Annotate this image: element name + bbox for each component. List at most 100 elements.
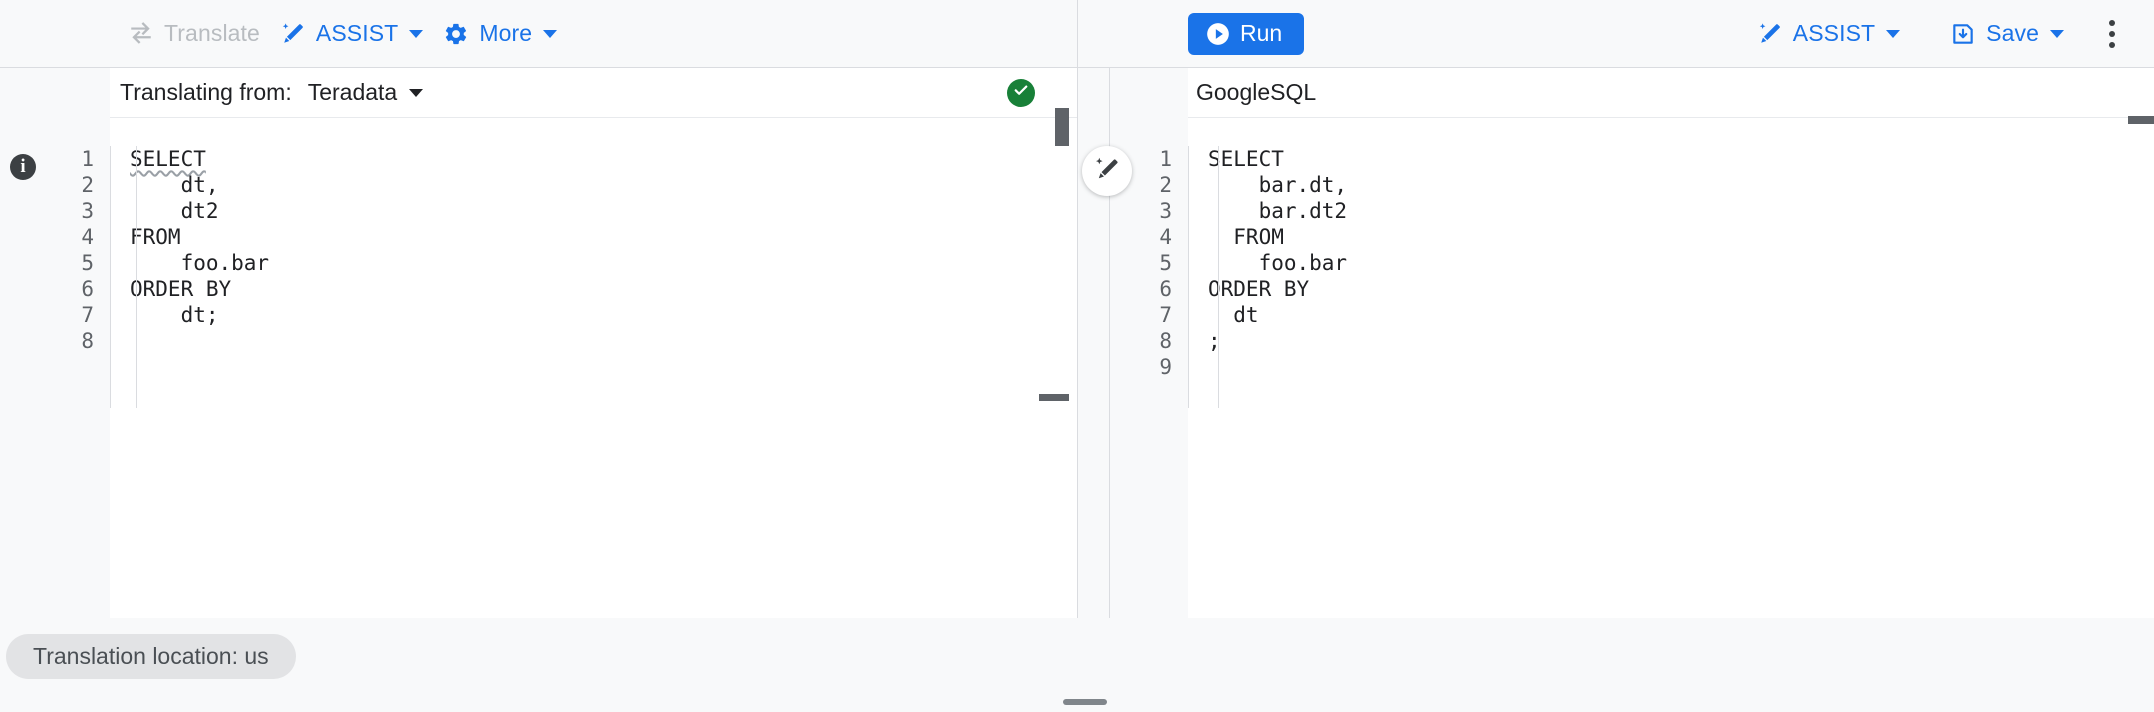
source-vertical-scrollbar-thumb[interactable]: [1055, 108, 1069, 146]
save-button-label: Save: [1986, 20, 2039, 46]
translate-button-label: Translate: [164, 20, 260, 46]
more-button-label: More: [479, 20, 533, 46]
line-number: 6: [81, 277, 94, 301]
line-number: 5: [1159, 251, 1172, 275]
overflow-menu-button[interactable]: [2092, 12, 2132, 56]
code-line: FROM: [130, 225, 181, 249]
assist-button-right[interactable]: ASSIST: [1747, 12, 1910, 56]
code-line: foo.bar: [1208, 251, 1348, 275]
line-number: 2: [1159, 173, 1172, 197]
kebab-dot: [2109, 41, 2115, 48]
code-line: [1208, 354, 2154, 380]
code-line: SELECT: [1208, 147, 1284, 171]
indent-guide: [110, 146, 111, 328]
translate-button[interactable]: Translate: [118, 12, 270, 56]
toolbar-left-group: Translate ASSIST More: [0, 0, 1078, 68]
code-line: ORDER BY: [1208, 277, 1310, 301]
chevron-down-icon: [409, 88, 424, 97]
run-button-label: Run: [1240, 20, 1283, 46]
source-editor-pane: i 1 2 3 4 5 6 7 8 SELECT dt, dt2 FROM fo…: [0, 108, 1078, 618]
top-toolbar: Translate ASSIST More: [0, 0, 2154, 68]
chevron-down-icon: [2050, 29, 2064, 38]
code-line: bar.dt2: [1208, 199, 1348, 223]
code-line: bar.dt,: [1208, 173, 1348, 197]
panel-label-row: Translating from: Teradata GoogleSQL: [0, 68, 2154, 118]
indent-guide: [110, 328, 111, 408]
assist-button-left[interactable]: ASSIST: [270, 12, 433, 56]
source-line-numbers: 1 2 3 4 5 6 7 8: [46, 118, 110, 618]
chevron-down-icon: [543, 29, 558, 38]
magic-wand-icon: [1757, 21, 1783, 47]
line-number: 9: [1159, 355, 1172, 379]
code-line: SELECT: [130, 147, 206, 171]
target-header-body: GoogleSQL: [1188, 68, 2154, 118]
magic-edit-button[interactable]: [1082, 146, 1132, 196]
chevron-down-icon: [409, 29, 424, 38]
code-line: ;: [1208, 329, 1221, 353]
indent-guide: [1218, 146, 1219, 328]
indent-guide: [136, 146, 137, 328]
line-number: 3: [1159, 199, 1172, 223]
code-line: [130, 328, 1077, 354]
code-line: dt: [1208, 303, 1259, 327]
source-header-gutter: [0, 68, 110, 118]
indent-guide: [1188, 146, 1189, 328]
line-number: 7: [1159, 303, 1172, 327]
source-dialect-value: Teradata: [307, 79, 398, 105]
source-panel-header: Translating from: Teradata: [0, 68, 1078, 118]
assist-button-left-label: ASSIST: [315, 20, 399, 46]
translate-swap-icon: [128, 21, 154, 47]
assist-button-right-label: ASSIST: [1792, 20, 1876, 46]
code-line: FROM: [1208, 225, 1284, 249]
source-header-body: Translating from: Teradata: [110, 68, 1077, 118]
toolbar-right-group: Run ASSIST Save: [1078, 0, 2154, 68]
line-number: 7: [81, 303, 94, 327]
info-icon[interactable]: i: [10, 154, 36, 180]
target-code-text[interactable]: SELECT bar.dt, bar.dt2 FROM foo.bar ORDE…: [1188, 118, 2154, 618]
more-button[interactable]: More: [433, 12, 567, 56]
indent-guide: [1188, 328, 1189, 408]
editor-area: i 1 2 3 4 5 6 7 8 SELECT dt, dt2 FROM fo…: [0, 108, 2154, 618]
source-dialect-select[interactable]: Teradata: [308, 79, 424, 106]
target-editor-pane: 1 2 3 4 5 6 7 8 9 SELECT bar.dt, bar.dt2…: [1078, 116, 2154, 618]
translation-location-chip[interactable]: Translation location: us: [6, 634, 296, 679]
code-line: dt;: [130, 303, 219, 327]
target-panel-header: GoogleSQL: [1078, 68, 2154, 118]
source-code-text[interactable]: SELECT dt, dt2 FROM foo.bar ORDER BY dt;: [110, 118, 1077, 618]
source-info-gutter: i: [0, 118, 46, 618]
line-number: 8: [81, 329, 94, 353]
status-badge: [1007, 78, 1035, 107]
line-number: 1: [1159, 147, 1172, 171]
code-line: foo.bar: [130, 251, 270, 275]
play-circle-icon: [1205, 21, 1231, 47]
code-line: dt,: [130, 173, 219, 197]
save-button[interactable]: Save: [1940, 12, 2074, 56]
line-number: 4: [81, 225, 94, 249]
run-button[interactable]: Run: [1188, 12, 1305, 55]
panel-resize-handle[interactable]: [1063, 699, 1107, 705]
translating-from-label: Translating from:: [120, 79, 292, 105]
line-number: 6: [1159, 277, 1172, 301]
target-dialect-label: GoogleSQL: [1196, 79, 1317, 105]
line-number: 1: [81, 147, 94, 171]
indent-guide: [136, 328, 137, 408]
magic-wand-edit-icon: [1093, 155, 1121, 188]
code-line: dt2: [130, 199, 219, 223]
bottom-status-bar: Translation location: us: [0, 618, 2154, 712]
indent-guide: [1218, 328, 1219, 408]
kebab-dot: [2109, 19, 2115, 26]
line-number: 3: [81, 199, 94, 223]
line-number: 4: [1159, 225, 1172, 249]
save-disk-icon: [1950, 21, 1976, 47]
magic-wand-icon: [280, 21, 306, 47]
chevron-down-icon: [1886, 29, 1901, 38]
line-number: 2: [81, 173, 94, 197]
target-line-numbers: 1 2 3 4 5 6 7 8 9: [1124, 118, 1188, 618]
target-vertical-scrollbar-thumb[interactable]: [2128, 116, 2154, 124]
gear-icon: [443, 21, 469, 47]
kebab-dot: [2109, 30, 2115, 37]
check-circle-icon: [1012, 81, 1030, 104]
source-horizontal-scrollbar-thumb[interactable]: [1039, 394, 1069, 401]
line-number: 8: [1159, 329, 1172, 353]
line-number: 5: [81, 251, 94, 275]
